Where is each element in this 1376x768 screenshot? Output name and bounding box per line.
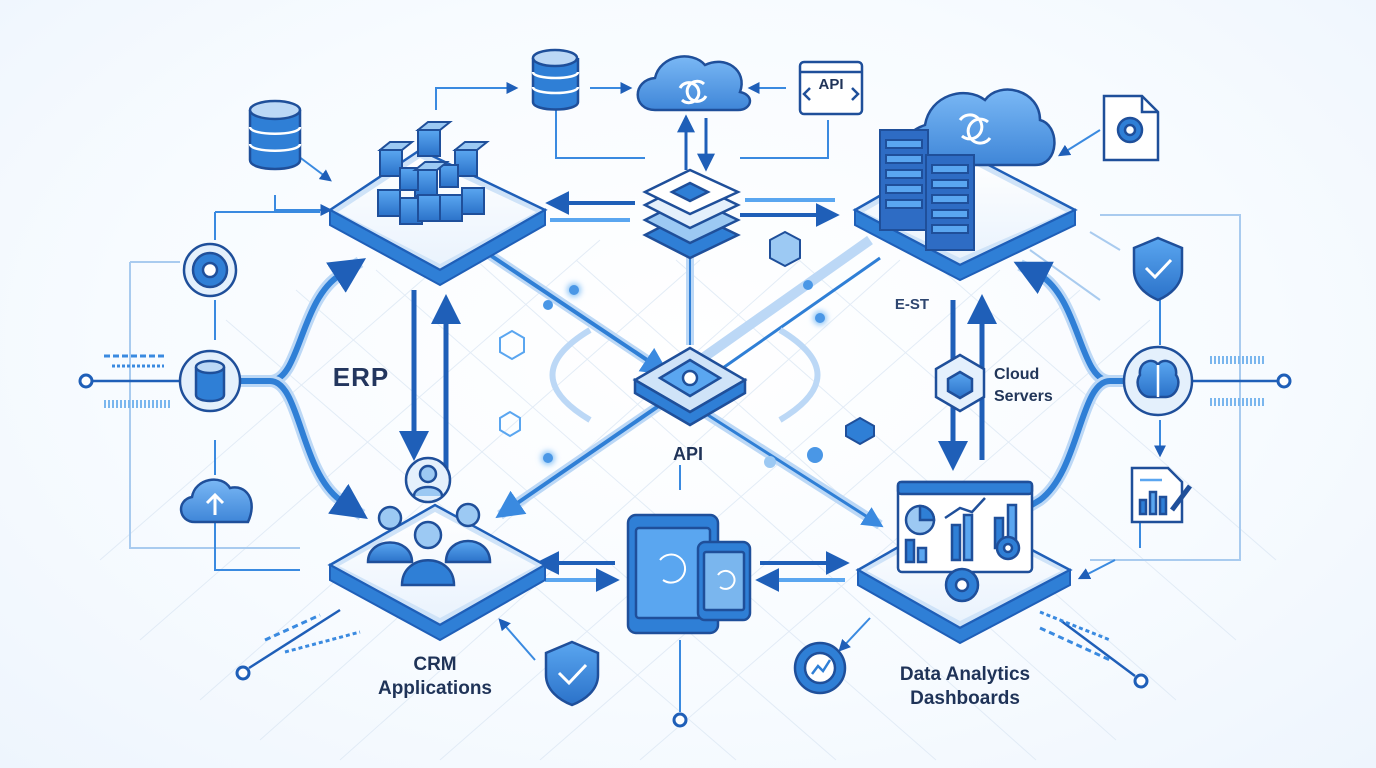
data-streaks [104,354,1266,662]
api-hub-label: API [672,444,703,464]
cloud-server-icon [879,88,1056,251]
data-analytics-label: Data Analytics Dashboards [850,663,1080,711]
data-analytics-label-line2: Dashboards [910,688,1020,709]
cloud-upload-icon [179,478,253,524]
api-hub [632,346,748,427]
cube-stack-icon [377,121,490,225]
floating-cubes [499,230,875,446]
mobile-devices-icon [626,513,752,635]
analytics-dashboard-icon [896,480,1034,603]
glow-dots [541,280,827,468]
document-gear-icon [1102,94,1160,162]
erp-crm-arrows [399,290,461,470]
data-analytics-label-line1: Data Analytics [899,664,1031,685]
api-badge-icon [798,60,864,116]
endpoint-lines [92,379,1278,678]
side-flows [225,256,1145,520]
cloud-servers-label-line2: Servers [994,388,1053,405]
database-icon [178,349,242,413]
api-stack-module [642,168,742,260]
cloud-servers-label-line1: Cloud [994,366,1040,383]
cloud-servers-label: Cloud Servers [994,364,1084,408]
erp-label: ERP [332,362,390,392]
endpoint-nodes [78,373,1292,728]
shield-check-icon [544,640,600,707]
crm-label-line2: Applications [377,678,492,699]
gear-chart-icon [793,641,847,695]
horizontal-arrows [535,114,850,592]
shield-check-icon [1132,236,1184,302]
gear-icon [182,242,238,298]
database-icon [531,48,580,111]
brain-ai-icon [1122,345,1194,417]
cloud-sync-icon [636,55,752,112]
users-icon [366,456,492,587]
cube-stack-icon [934,353,986,413]
crm-label: CRM Applications [330,653,540,701]
est-label: E-ST [894,296,930,313]
cross-flows [487,235,884,530]
report-chart-icon [1130,466,1192,524]
crm-label-line1: CRM [413,654,457,675]
database-icon [248,99,302,171]
api-badge-label: API [818,76,844,93]
